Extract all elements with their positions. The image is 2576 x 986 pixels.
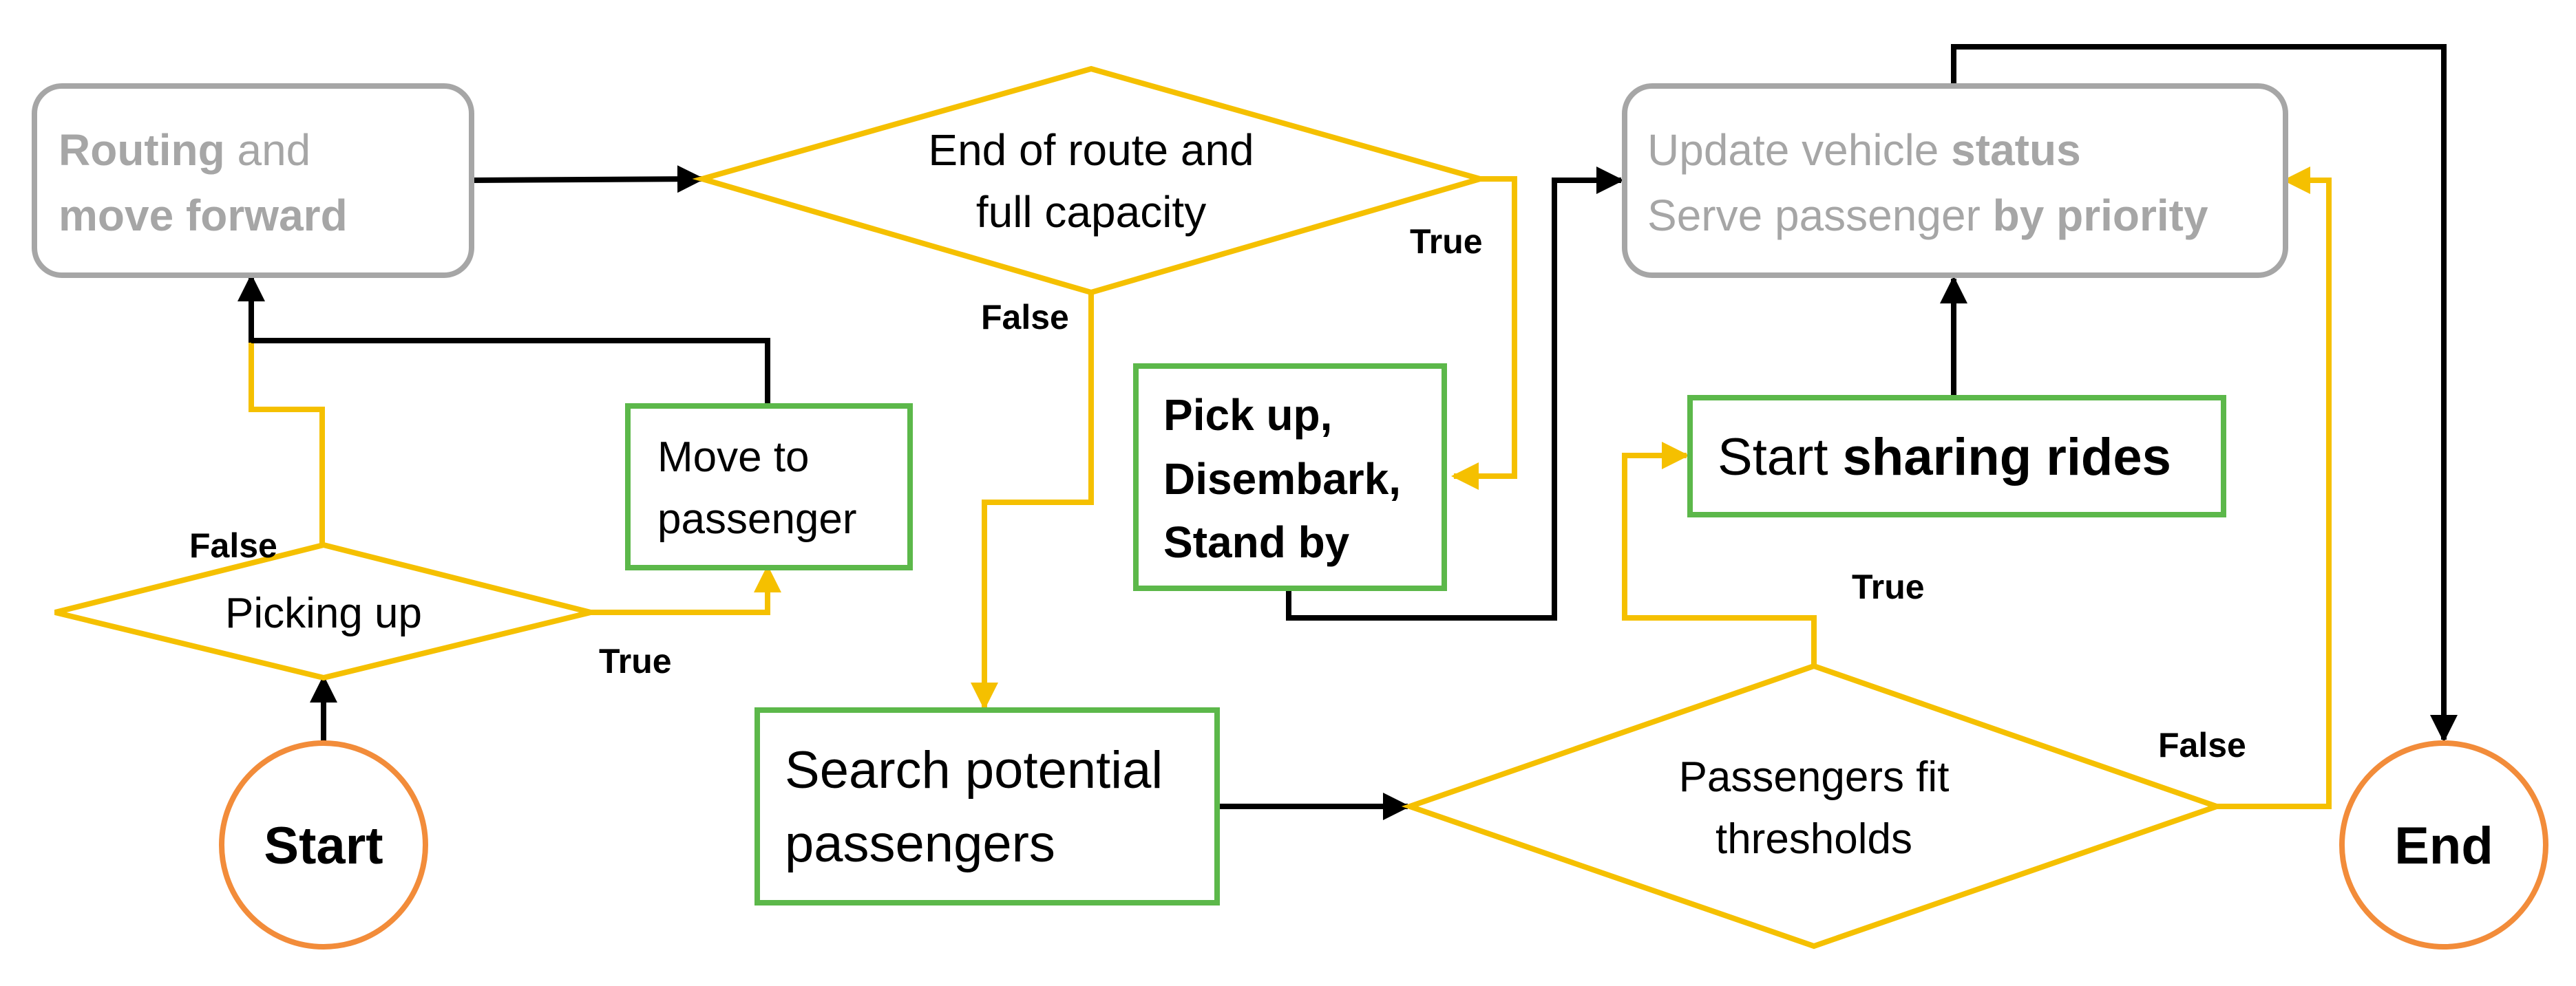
sharing-label-a: Start [1718, 428, 1843, 486]
edge-label-fit-true: True [1852, 568, 1925, 606]
edge-fit-true-to-sharing [1622, 442, 1817, 666]
pickup-label-line2: Disembark, [1163, 454, 1401, 504]
edge-label-routing-false: False [981, 298, 1069, 336]
fit-label-line2: thresholds [1715, 815, 1912, 863]
edge-picking-true-to-move [591, 565, 781, 615]
edge-update-to-end [1951, 44, 2458, 742]
svg-text:Routing and: Routing and [59, 125, 310, 175]
edge-label-routing-true: True [1410, 222, 1483, 261]
svg-text:Update vehicle status: Update vehicle status [1647, 125, 2081, 175]
end-node: End [2339, 740, 2548, 950]
start-node: Start [219, 740, 428, 950]
move-to-passenger-node: Move to passenger [625, 403, 913, 570]
edge-move-to-routing [251, 338, 770, 406]
update-label-d: by priority [1993, 191, 2208, 240]
search-label-line1: Search potential [785, 741, 1163, 800]
routing-label-a: Routing [59, 125, 225, 175]
edge-fit-false-to-update [2217, 167, 2332, 809]
edge-label-picking-false: False [189, 526, 277, 565]
svg-text:Start sharing rides: Start sharing rides [1718, 428, 2171, 486]
picking-up-decision: Picking up [54, 542, 591, 681]
edge-label-picking-true: True [599, 642, 672, 680]
end-route-label-line1: End of route and [928, 125, 1254, 175]
end-route-label-line2: full capacity [976, 187, 1206, 237]
update-label-c: Serve passenger [1647, 191, 1993, 240]
start-label: Start [264, 817, 383, 875]
pickup-label-line3: Stand by [1163, 517, 1350, 567]
end-route-decision: End of route and full capacity [692, 65, 1490, 296]
update-status-node: Update vehicle status Serve passenger by… [1622, 83, 2288, 278]
edge-label-fit-false: False [2158, 726, 2246, 764]
pickup-label-line1: Pick up, [1163, 390, 1332, 440]
routing-label-b: and [225, 125, 311, 175]
update-label-a: Update vehicle [1647, 125, 1951, 175]
edge-decision-true-to-pickup [1451, 176, 1517, 490]
edge-decision-false-to-search [971, 292, 1094, 710]
move-label-line1: Move to [657, 433, 810, 481]
fit-label-line1: Passengers fit [1679, 753, 1950, 801]
search-label-line2: passengers [785, 815, 1055, 873]
routing-node: Routing and move forward [32, 83, 474, 278]
update-label-b: status [1951, 125, 2081, 175]
pickup-action-node: Pick up, Disembark, Stand by [1133, 363, 1447, 591]
svg-text:Serve passenger by priority: Serve passenger by priority [1647, 191, 2208, 240]
fit-thresholds-decision: Passengers fit thresholds [1401, 663, 2226, 950]
sharing-label-b: sharing rides [1843, 428, 2171, 486]
edge-pickup-to-update [1286, 167, 1624, 621]
start-sharing-node: Start sharing rides [1687, 395, 2226, 517]
move-label-line2: passenger [657, 495, 857, 543]
edge-routing-to-decision [471, 165, 705, 193]
search-node: Search potential passengers [754, 707, 1220, 905]
picking-up-label: Picking up [225, 590, 422, 637]
edge-picking-false-to-routing [249, 343, 325, 544]
end-label: End [2394, 817, 2493, 875]
routing-label-line2: move forward [59, 191, 348, 240]
